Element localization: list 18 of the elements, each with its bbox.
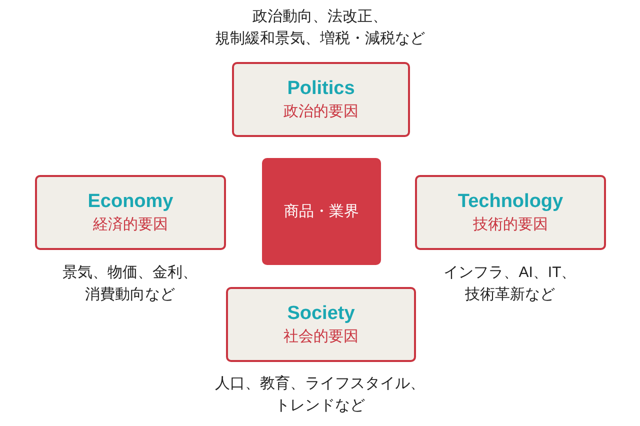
center-box (262, 158, 381, 265)
factor-title: Politics (287, 76, 355, 101)
factor-box (232, 62, 410, 137)
factor-subtitle: 政治的要因 (284, 102, 358, 122)
factor-subtitle: 社会的要因 (284, 327, 358, 348)
center-label: 商品・業界 (284, 202, 359, 221)
factor-examples: 政治動向、法改正、規制緩和景気、増税・減税など (215, 7, 425, 49)
factor-box (35, 175, 226, 250)
factor-title: Society (287, 302, 355, 326)
factor-examples: 人口、教育、ライフスタイル、トレンドなど (215, 374, 425, 416)
factor-box (226, 287, 416, 362)
factor-subtitle: 経済的要因 (93, 215, 168, 236)
factor-examples: 景気、物価、金利、消費動向など (62, 263, 198, 305)
factor-title: Technology (458, 190, 564, 214)
factor-subtitle: 技術的要因 (473, 215, 548, 236)
factor-title: Economy (88, 190, 174, 214)
factor-box (415, 175, 606, 250)
factor-examples: インフラ、AI、IT、技術革新など (444, 263, 576, 305)
